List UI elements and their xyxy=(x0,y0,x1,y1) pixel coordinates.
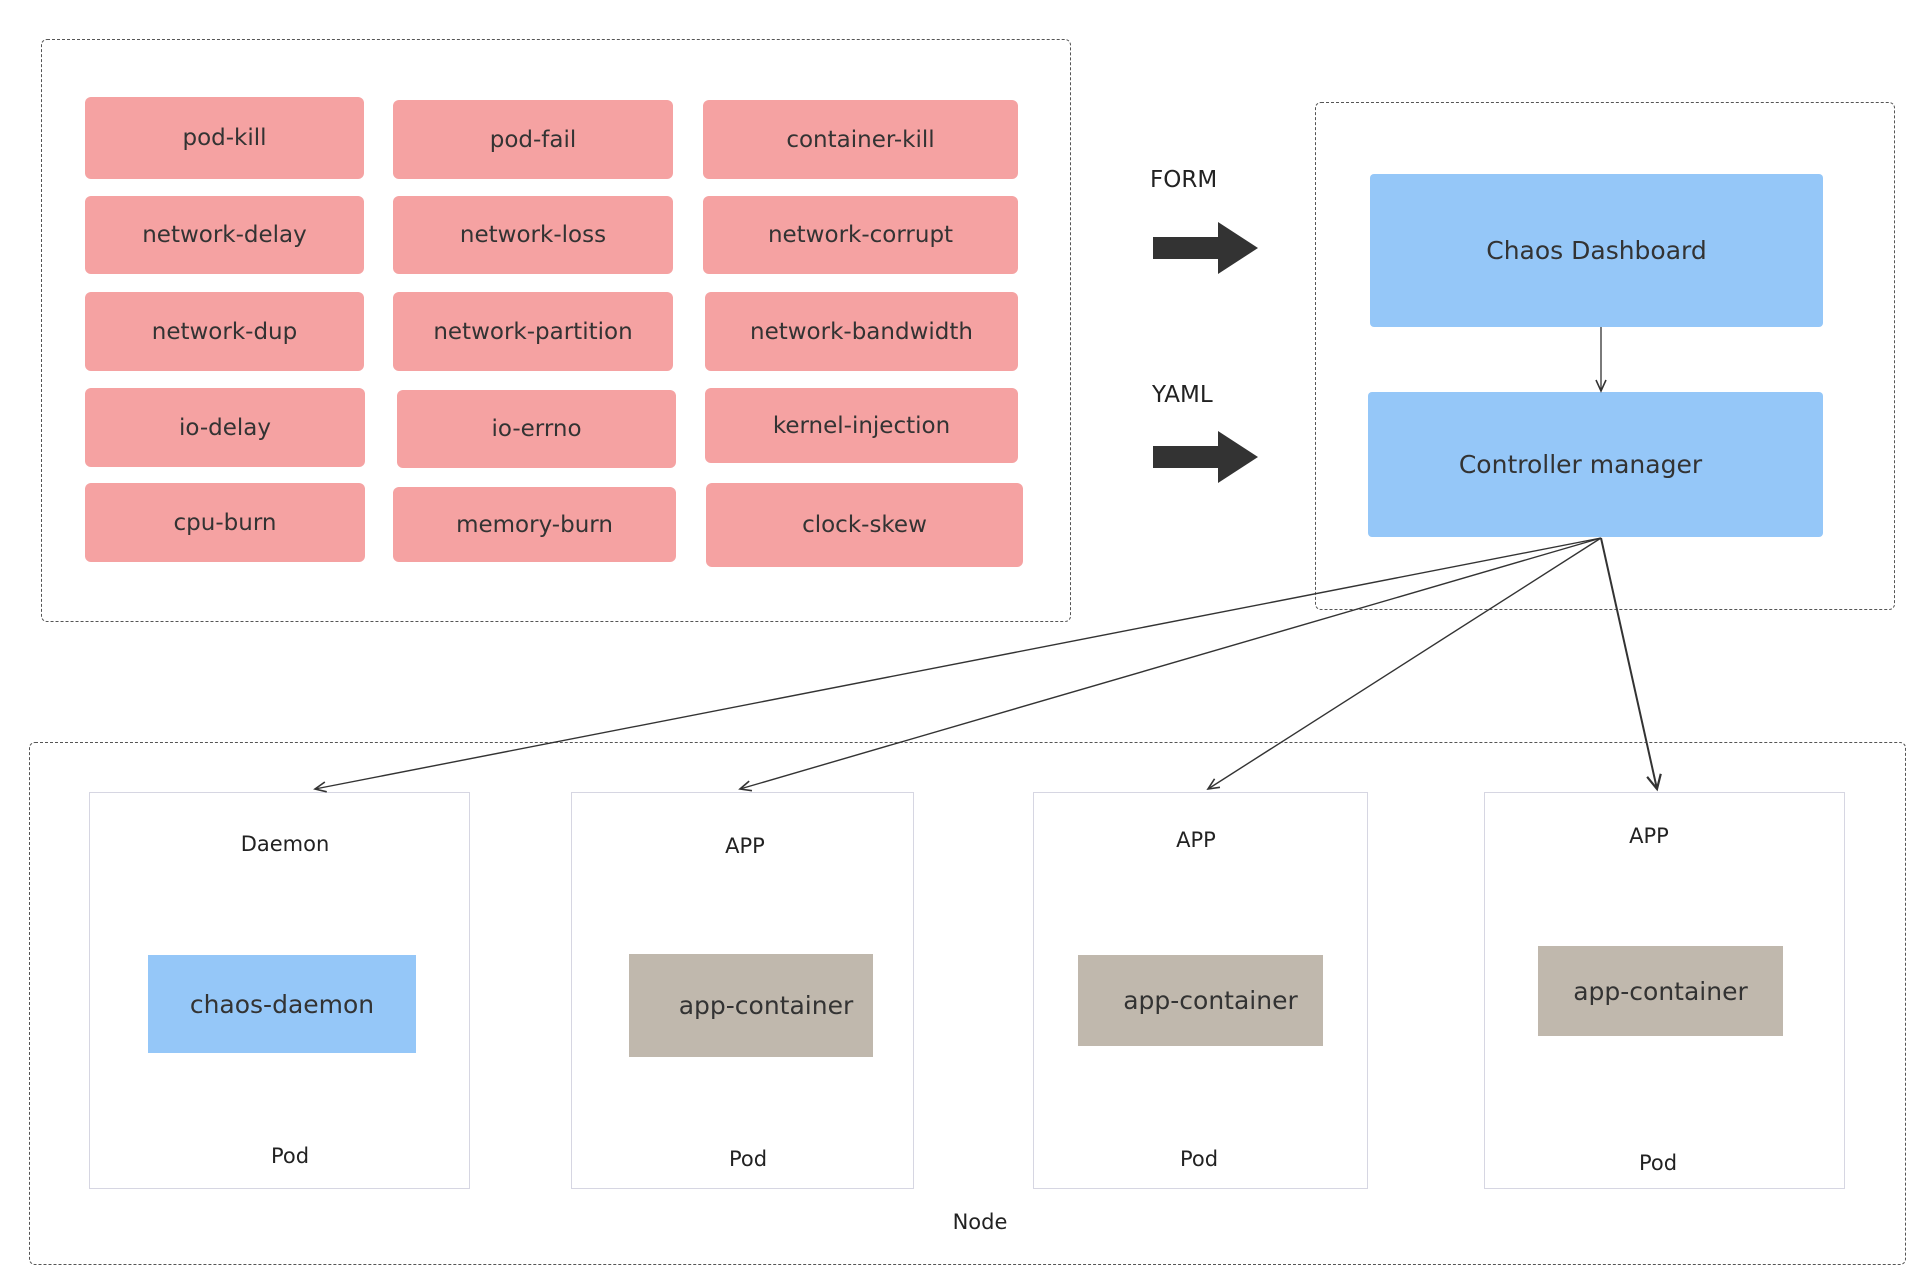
experiment-types-group xyxy=(41,39,1071,622)
chaos-daemon-box: chaos-daemon xyxy=(148,955,416,1053)
pod-title: APP xyxy=(1176,828,1216,852)
controller-manager-box: Controller manager xyxy=(1368,392,1823,537)
chip-network-bandwidth: network-bandwidth xyxy=(705,292,1018,371)
control-plane-group xyxy=(1315,102,1895,610)
pod-footer: Pod xyxy=(728,1147,768,1171)
chip-pod-kill: pod-kill xyxy=(85,97,364,179)
form-label: FORM xyxy=(1150,167,1218,193)
chip-network-dup: network-dup xyxy=(85,292,364,371)
chip-network-partition: network-partition xyxy=(393,292,673,371)
chip-io-errno: io-errno xyxy=(397,390,676,468)
controller-to-app3-edge xyxy=(1600,537,1662,792)
pod-footer: Pod xyxy=(1638,1151,1678,1175)
chip-cpu-burn: cpu-burn xyxy=(85,483,365,562)
app-container-box: app-container xyxy=(1078,955,1323,1046)
chip-network-corrupt: network-corrupt xyxy=(703,196,1018,274)
yaml-arrow xyxy=(1153,431,1258,483)
controller-to-app1-edge xyxy=(738,537,1602,792)
node-group xyxy=(29,742,1906,1265)
chip-pod-fail: pod-fail xyxy=(393,100,673,179)
node-label: Node xyxy=(952,1210,1008,1234)
app-container-box: app-container xyxy=(1538,946,1783,1036)
chip-clock-skew: clock-skew xyxy=(706,483,1023,567)
controller-to-daemon-edge xyxy=(313,537,1602,793)
chip-io-delay: io-delay xyxy=(85,388,365,467)
chip-container-kill: container-kill xyxy=(703,100,1018,179)
pod-footer: Pod xyxy=(1179,1147,1219,1171)
pod-title: APP xyxy=(1629,824,1669,848)
chip-network-loss: network-loss xyxy=(393,196,673,274)
chip-kernel-injection: kernel-injection xyxy=(705,388,1018,463)
app-container-box: app-container xyxy=(629,954,873,1057)
chip-memory-burn: memory-burn xyxy=(393,487,676,562)
controller-to-app2-edge xyxy=(1206,537,1602,791)
yaml-label: YAML xyxy=(1152,382,1213,408)
pod-footer: Pod xyxy=(270,1144,310,1168)
chaos-dashboard-box: Chaos Dashboard xyxy=(1370,174,1823,327)
chip-network-delay: network-delay xyxy=(85,196,364,274)
pod-title: Daemon xyxy=(240,832,330,856)
form-arrow xyxy=(1153,222,1258,274)
pod-title: APP xyxy=(725,834,765,858)
